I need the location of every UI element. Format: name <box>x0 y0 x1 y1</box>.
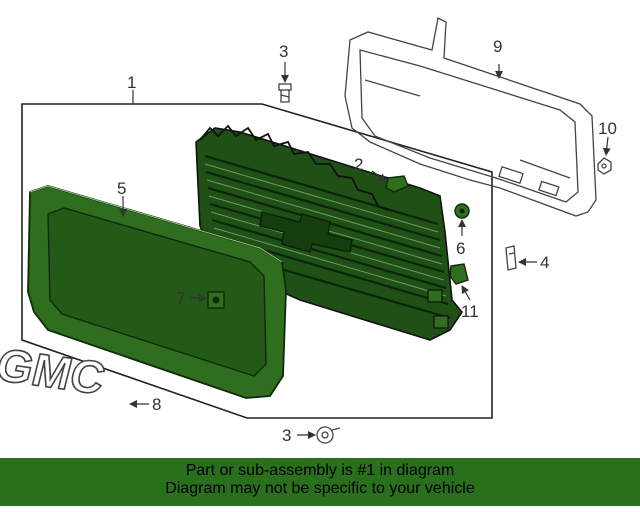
banner-line-1: Part or sub-assembly is #1 in diagram <box>185 462 455 479</box>
screw-3-top[interactable] <box>278 83 292 103</box>
radiator-support-bracket[interactable] <box>344 17 597 217</box>
callout-3-bottom: 3 <box>282 426 291 445</box>
bracket-clip-4[interactable] <box>505 245 517 271</box>
callout-9: 9 <box>493 37 502 56</box>
grommet-3-bottom[interactable] <box>316 426 341 444</box>
nut-10[interactable] <box>597 157 612 175</box>
callout-1: 1 <box>127 73 136 92</box>
banner-line-2: Diagram may not be specific to your vehi… <box>165 480 475 497</box>
push-pin-6[interactable] <box>454 203 470 219</box>
assembly-outline <box>21 103 493 419</box>
callout-2: 2 <box>354 155 363 174</box>
grille-surround[interactable] <box>27 185 287 399</box>
fastener-2[interactable] <box>385 175 409 193</box>
callout-11: 11 <box>461 302 479 321</box>
clip-11[interactable] <box>449 263 469 285</box>
callout-8: 8 <box>152 395 161 414</box>
callout-4: 4 <box>540 253 549 272</box>
callout-3-top: 3 <box>279 42 288 61</box>
callout-10: 10 <box>598 119 617 138</box>
callout-7: 7 <box>176 289 185 308</box>
surround-clip[interactable] <box>207 291 225 309</box>
emblem-mount <box>259 211 353 253</box>
emblem-lettering: GMC <box>0 339 110 405</box>
info-banner: Part or sub-assembly is #1 in diagram Di… <box>0 458 640 506</box>
callout-6: 6 <box>456 239 465 258</box>
callout-5: 5 <box>117 179 126 198</box>
gmc-emblem[interactable]: GMC <box>0 338 111 405</box>
